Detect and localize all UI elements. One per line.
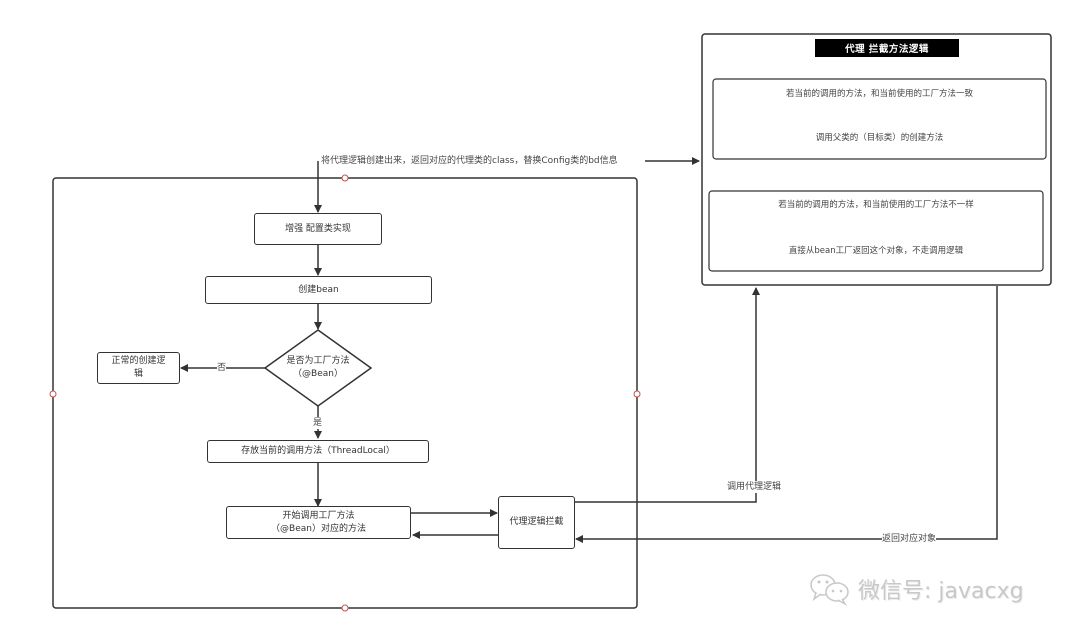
- decision-line-1: 是否为工厂方法: [286, 356, 350, 366]
- proxy-panel: [701, 33, 1052, 286]
- invoke-line-1: 开始调用工厂方法: [282, 510, 355, 521]
- node-store-method[interactable]: 存放当前的调用方法（ThreadLocal）: [207, 440, 429, 463]
- node-create-bean-label: 创建bean: [298, 284, 339, 295]
- proxy-case-different-box[interactable]: [708, 190, 1044, 272]
- proxy-case-same-box[interactable]: [712, 78, 1047, 160]
- edge-label-create-proxy: 将代理逻辑创建出来，返回对应的代理类的class，替换Config类的bd信息: [321, 155, 618, 167]
- node-enhance-config-label: 增强 配置类实现: [285, 223, 351, 234]
- node-decision-label: 是否为工厂方法 （@Bean）: [272, 352, 364, 384]
- edge-label-no: 否: [217, 362, 227, 374]
- node-store-method-label: 存放当前的调用方法（ThreadLocal）: [241, 446, 395, 456]
- edge-label-call-proxy: 调用代理逻辑: [727, 481, 782, 493]
- resize-handle-top[interactable]: [341, 174, 349, 182]
- watermark-text: 微信号: javacxg: [858, 579, 1024, 604]
- node-invoke-factory[interactable]: 开始调用工厂方法 （@Bean）对应的方法: [226, 506, 411, 539]
- edge-return-object: [575, 286, 998, 543]
- node-proxy-intercept-label: 代理逻辑拦截: [509, 517, 564, 527]
- normal-create-line-2: 辑: [133, 369, 143, 379]
- node-normal-create[interactable]: 正常的创建逻辑: [97, 352, 180, 384]
- resize-handle-left[interactable]: [49, 390, 57, 398]
- case-different-action: 直接从bean工厂返回这个对象，不走调用逻辑: [788, 246, 964, 256]
- decision-line-2: （@Bean）: [293, 369, 343, 379]
- case-same-condition: 若当前的调用的方法，和当前使用的工厂方法一致: [785, 89, 973, 99]
- edge-call-proxy: [574, 287, 760, 503]
- proxy-panel-title: 代理 拦截方法逻辑: [815, 39, 959, 57]
- resize-handle-right[interactable]: [633, 390, 641, 398]
- normal-create-line-1: 正常的创建逻: [111, 356, 166, 366]
- edge-label-return-object: 返回对应对象: [882, 533, 937, 545]
- wechat-icon: [810, 574, 849, 606]
- node-create-bean[interactable]: 创建bean: [205, 276, 432, 304]
- invoke-line-2: （@Bean）对应的方法: [271, 523, 366, 534]
- node-enhance-config[interactable]: 增强 配置类实现: [254, 213, 382, 245]
- case-same-action: 调用父类的（目标类）的创建方法: [815, 133, 944, 143]
- resize-handle-bottom[interactable]: [341, 604, 349, 612]
- watermark: 微信号: javacxg: [808, 572, 1024, 606]
- case-different-condition: 若当前的调用的方法，和当前使用的工厂方法不一样: [778, 200, 974, 210]
- edge-label-yes: 是: [313, 417, 323, 429]
- node-proxy-intercept[interactable]: 代理逻辑拦截: [498, 496, 575, 549]
